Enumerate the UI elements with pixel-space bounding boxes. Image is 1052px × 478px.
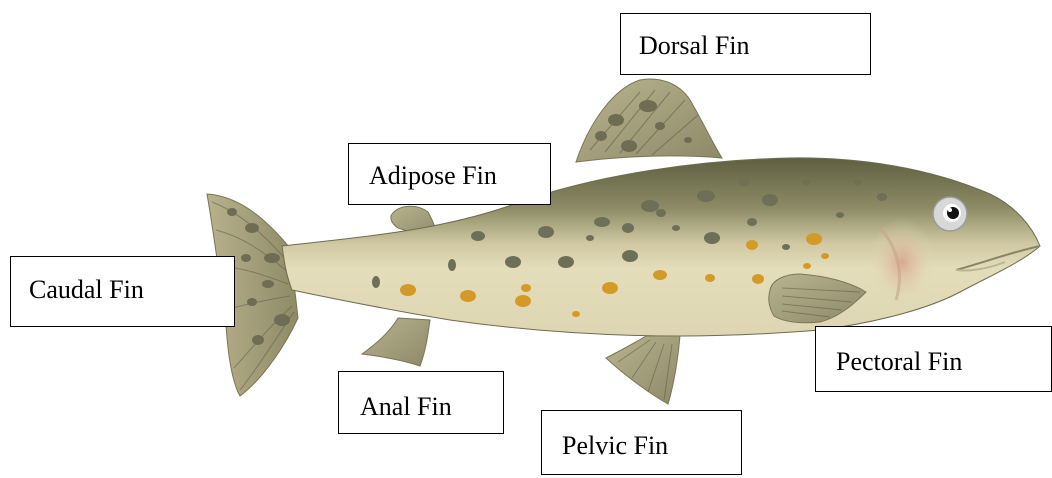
anal-fin-label: Anal Fin: [338, 371, 504, 434]
dorsal-fin: [576, 79, 722, 162]
pelvic-fin: [606, 336, 680, 404]
caudal-fin-label: Caudal Fin: [10, 256, 235, 327]
eye: [933, 197, 967, 231]
dorsal-fin-label: Dorsal Fin: [620, 13, 871, 75]
pectoral-fin-label: Pectoral Fin: [815, 326, 1052, 392]
anal-fin: [362, 318, 430, 366]
adipose-fin-label: Adipose Fin: [348, 143, 551, 205]
pelvic-fin-label: Pelvic Fin: [541, 410, 742, 475]
